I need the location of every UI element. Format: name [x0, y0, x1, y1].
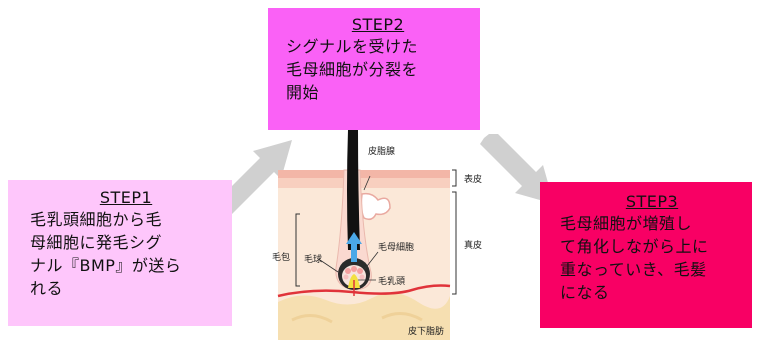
label-dermal-papilla: 毛乳頭: [378, 275, 405, 287]
step3-title: STEP3: [625, 192, 679, 211]
step1-box: STEP1 毛乳頭細胞から毛 母細胞に発毛シグ ナル『BMP』が送ら れる: [8, 180, 232, 326]
label-sebaceous-gland: 皮脂腺: [368, 145, 395, 157]
label-dermis: 真皮: [464, 239, 482, 251]
hair-follicle-diagram: 皮脂腺 表皮 真皮 毛包 毛球 毛母細胞 毛乳頭 皮下脂肪: [272, 130, 482, 340]
step2-description: シグナルを受けた 毛母細胞が分裂を 開始: [286, 37, 419, 102]
arrow-step1-to-step2: [218, 140, 292, 214]
step3-box: STEP3 毛母細胞が増殖し て角化しながら上に 重なっていき、毛髪 になる: [540, 182, 752, 328]
growth-arrow-icon: [346, 232, 362, 262]
step1-title: STEP1: [99, 188, 153, 207]
sebaceous-gland-shape: [360, 192, 391, 221]
label-hair-bulb: 毛球: [304, 253, 322, 265]
arrow-step2-to-step3: [480, 134, 554, 204]
subcutaneous-fat-layer: [278, 292, 450, 340]
step3-description: 毛母細胞が増殖し て角化しながら上に 重なっていき、毛髪 になる: [560, 214, 709, 302]
step2-title: STEP2: [351, 15, 405, 34]
dermis-boundary-line: [277, 284, 451, 298]
label-subcutaneous-fat: 皮下脂肪: [408, 325, 444, 337]
label-follicle: 毛包: [272, 251, 290, 263]
label-epidermis: 表皮: [464, 173, 482, 185]
label-hair-matrix-cell: 毛母細胞: [378, 241, 414, 253]
step2-box: STEP2 シグナルを受けた 毛母細胞が分裂を 開始: [268, 8, 480, 130]
step1-description: 毛乳頭細胞から毛 母細胞に発毛シグ ナル『BMP』が送ら れる: [30, 210, 182, 298]
hair-shaft: [347, 130, 360, 250]
epidermis-layer: [278, 170, 450, 178]
